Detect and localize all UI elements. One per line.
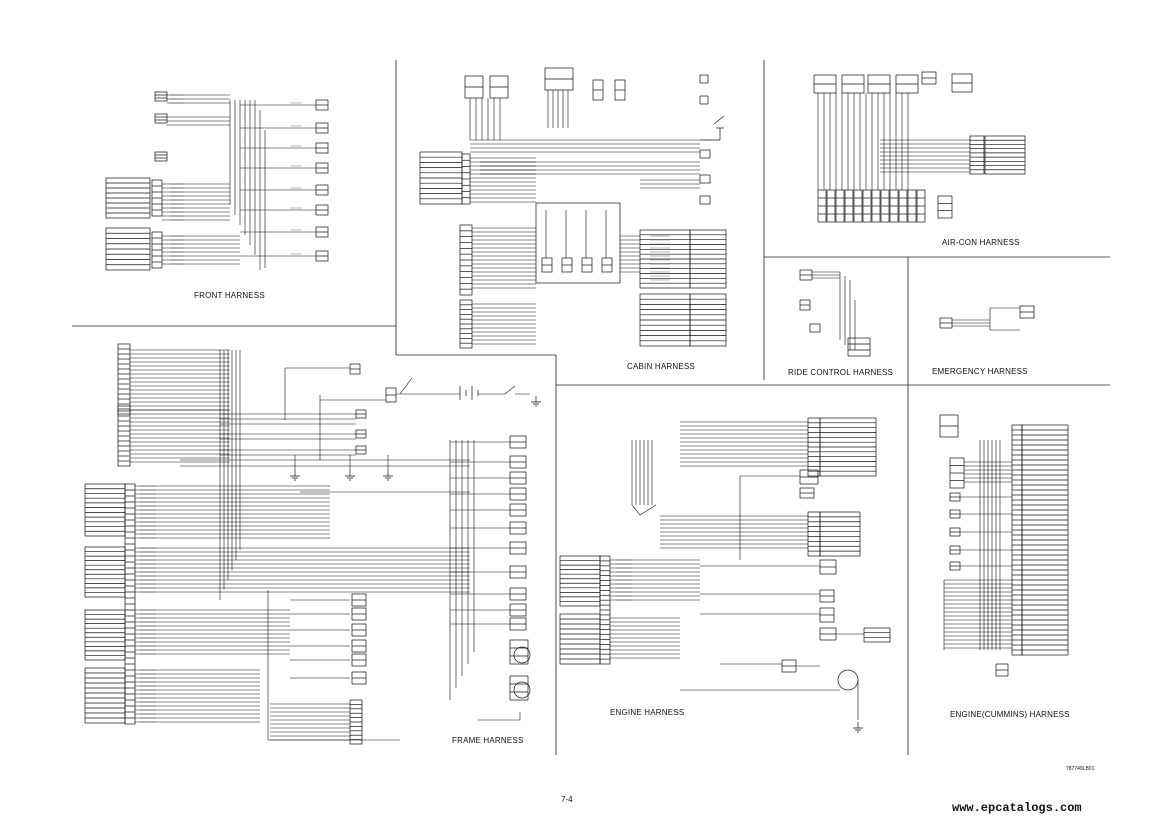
ground-symbol [853,722,863,733]
front-lamp-connector [154,91,168,102]
cabin-harness-title: CABIN HARNESS [627,362,695,371]
frame-harness-title: FRAME HARNESS [452,736,524,745]
engine-wire [739,475,800,560]
ground-symbol [383,470,393,481]
aircon-harness-title: AIR-CON HARNESS [942,238,1020,247]
frame-wire [319,395,386,460]
components [84,67,1069,745]
frame-wire [396,377,460,395]
front-harness-title: FRONT HARNESS [194,291,265,300]
cabin-connector [699,174,711,184]
page-number: 7-4 [561,795,573,804]
aircon-connector [937,195,953,219]
cabin-center-box [535,202,621,284]
ground-symbol [531,396,541,407]
cabin-speaker [699,95,709,105]
ground-symbol [345,470,355,481]
ride-connector [809,323,821,333]
frame-table [84,667,126,724]
engine-wire [700,565,820,615]
aircon-table [984,135,1026,175]
ride-wire [839,272,856,350]
cabin-speaker [699,74,709,84]
engine-preheater [863,627,891,643]
frame-wire [284,367,350,420]
front-lamp-connector [154,113,168,124]
frame-table [84,546,126,598]
frame-wire [267,590,400,741]
battery-symbol [459,386,479,400]
tiny-annotations [140,94,670,723]
frame-wire [180,459,470,467]
engine-cummins-harness-title: ENGINE(CUMMINS) HARNESS [950,710,1070,719]
cabin-connector [699,195,711,205]
engine-wire [720,663,820,667]
engine-starter [837,669,859,691]
cabin-connector [699,149,711,159]
frame-lamp-connector [509,675,529,701]
front-trunk-wire [259,110,266,270]
engine-harness-title: ENGINE HARNESS [610,708,685,717]
engine-connector [807,511,821,557]
emergency-harness-title: EMERGENCY HARNESS [932,367,1028,376]
frame-wire [478,712,521,721]
frame-wire [478,385,530,395]
watermark-url: www.epcatalogs.com [952,801,1082,815]
engine-table [819,511,861,557]
drawing-code: 787749LB01 [1066,766,1095,772]
engine-table [559,555,601,607]
frame-lamp [513,646,531,664]
ride-connector-block [847,337,871,357]
frame-lamp-connector [509,639,529,665]
frame-table [84,609,126,661]
emergency-wire [989,307,1020,318]
frame-lamp [513,681,531,699]
front-connector [154,151,168,162]
panel-dividers [72,60,1110,755]
emergency-wire [989,318,1020,331]
engine-wire [631,504,657,516]
ground-symbol [290,470,300,481]
aircon-connector [969,135,985,175]
frame-table [84,483,126,537]
wire-traces [130,90,1020,741]
ride-control-harness-title: RIDE CONTROL HARNESS [788,368,894,377]
cabin-antenna [700,115,725,141]
